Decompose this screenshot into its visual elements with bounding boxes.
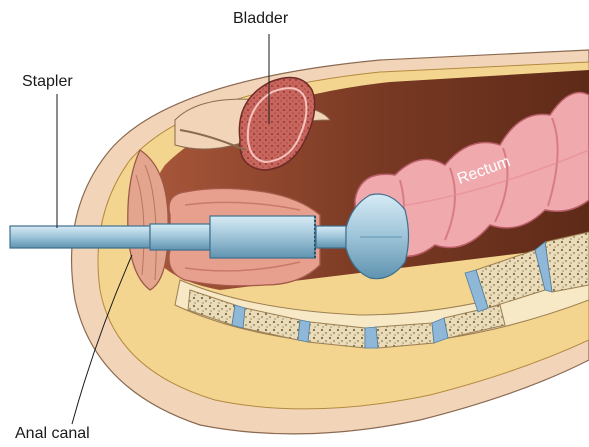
label-bladder: Bladder [233,10,288,28]
label-anal-canal: Anal canal [15,425,90,443]
label-stapler: Stapler [22,73,73,91]
